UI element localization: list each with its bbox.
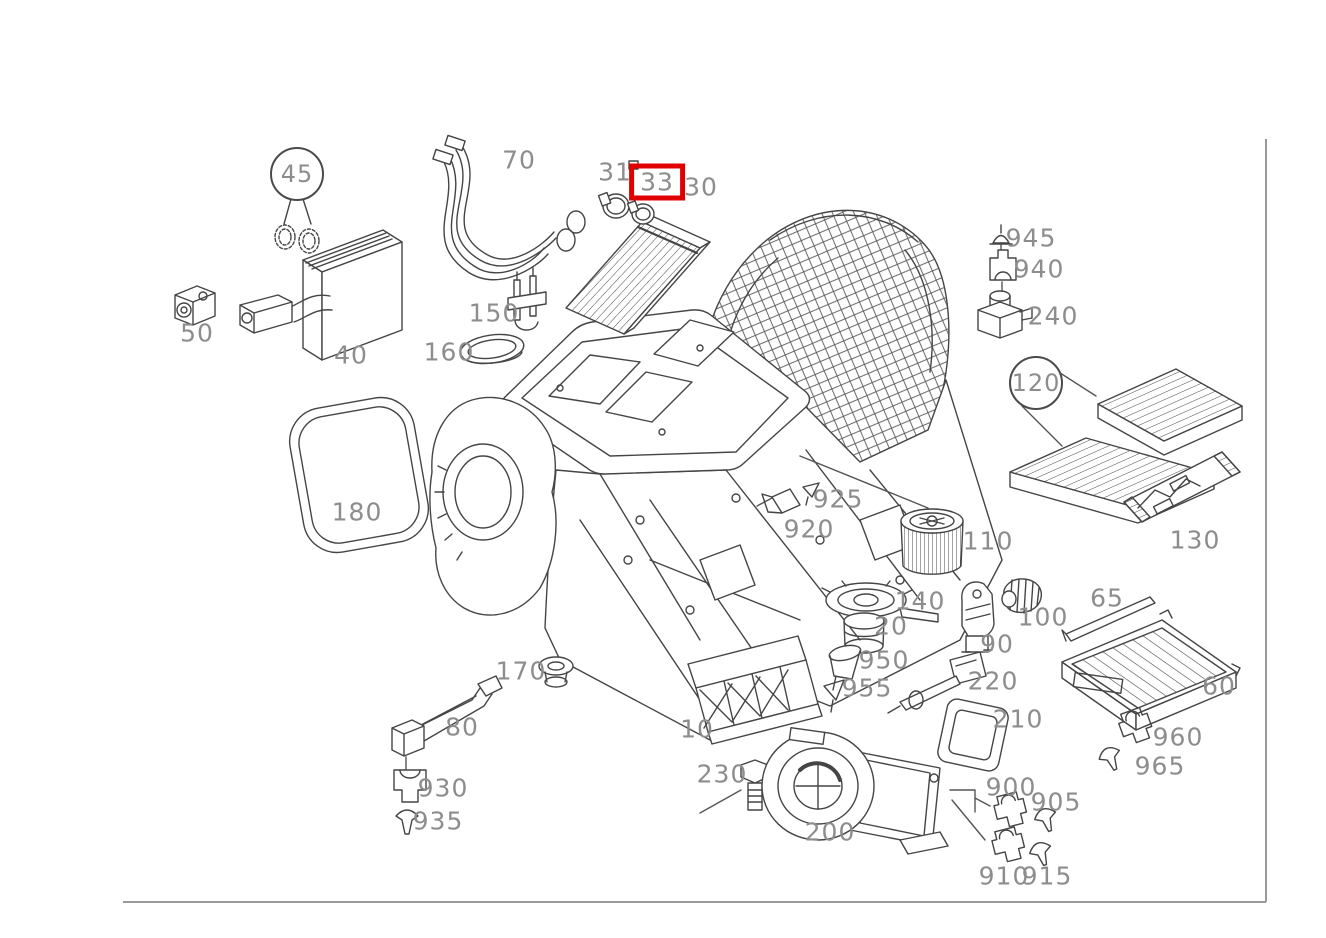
part-label-230[interactable]: 230 [696,759,748,789]
part-label-210[interactable]: 210 [992,704,1044,734]
receiver-block [174,285,216,326]
part-label-170[interactable]: 170 [495,656,547,686]
oring-pair [274,198,320,254]
cap-945 [989,224,1013,245]
part-label-140[interactable]: 140 [894,586,946,616]
part-label-30[interactable]: 30 [684,172,718,202]
clip-930 [393,769,427,803]
filter-cover [1123,451,1241,523]
actuator-90 [961,581,995,653]
part-label-100[interactable]: 100 [1017,602,1069,632]
part-label-905[interactable]: 905 [1030,787,1082,817]
part-label-200[interactable]: 200 [804,817,856,847]
part-label-45[interactable]: 45 [270,147,324,201]
blower-assembly [761,726,949,855]
part-label-930[interactable]: 930 [417,773,469,803]
part-label-70[interactable]: 70 [502,145,536,175]
fan-disc [821,580,939,623]
part-label-160[interactable]: 160 [423,337,475,367]
part-label-40[interactable]: 40 [334,340,368,370]
housing-left-duct [429,396,557,616]
sensor-950 [828,644,862,691]
part-label-180[interactable]: 180 [331,497,383,527]
blower-wheel [900,508,964,575]
pin-935 [395,809,419,835]
part-label-925[interactable]: 925 [812,484,864,514]
valve-240 [977,290,1033,339]
part-label-130[interactable]: 130 [1169,525,1221,555]
part-label-940[interactable]: 940 [1013,254,1065,284]
housing-seal [288,396,430,554]
part-label-915[interactable]: 915 [1021,861,1073,891]
part-label-955[interactable]: 955 [841,673,893,703]
filter-tray [1061,609,1241,731]
part-label-90[interactable]: 90 [980,629,1014,659]
plug-925 [802,482,820,506]
temp-probe-220 [887,651,987,714]
pipe-bracket [507,267,547,331]
part-label-110[interactable]: 110 [962,526,1014,556]
heater-hoses [432,134,586,281]
part-label-945[interactable]: 945 [1005,223,1057,253]
pin-955 [823,679,845,713]
clip-940 [989,249,1017,281]
part-label-50[interactable]: 50 [180,318,214,348]
frame-border [123,139,1267,903]
part-label-65[interactable]: 65 [1090,583,1124,613]
part-label-960[interactable]: 960 [1152,722,1204,752]
hose-clamps [597,160,655,225]
footwell-duct [687,635,823,745]
part-label-920[interactable]: 920 [783,514,835,544]
strip-65 [1061,596,1156,642]
evaporator [239,229,403,361]
grommet-170 [538,656,574,688]
part-label-900[interactable]: 900 [985,772,1037,802]
part-label-33[interactable]: 33 [629,163,685,201]
heater-core [565,215,711,335]
part-label-20[interactable]: 20 [874,611,908,641]
motor-20 [843,612,885,654]
gasket-210 [937,698,1009,772]
housing-top-flange [500,309,811,475]
part-label-220[interactable]: 220 [967,666,1019,696]
part-label-965[interactable]: 965 [1134,751,1186,781]
part-label-31[interactable]: 31 [598,157,632,187]
plug-920 [761,488,801,514]
part-label-240[interactable]: 240 [1027,301,1079,331]
part-label-950[interactable]: 950 [858,645,910,675]
part-label-80[interactable]: 80 [445,712,479,742]
part-label-120[interactable]: 120 [1009,356,1063,410]
duct-seal [459,333,525,365]
part-label-150[interactable]: 150 [468,298,520,328]
housing-body [544,379,1003,741]
part-label-60[interactable]: 60 [1202,671,1236,701]
bolt-230 [740,759,769,811]
part-label-910[interactable]: 910 [978,861,1030,891]
knob-100 [1001,578,1043,614]
part-label-10[interactable]: 10 [680,714,714,744]
part-label-935[interactable]: 935 [412,806,464,836]
temp-lever-80 [391,675,503,757]
